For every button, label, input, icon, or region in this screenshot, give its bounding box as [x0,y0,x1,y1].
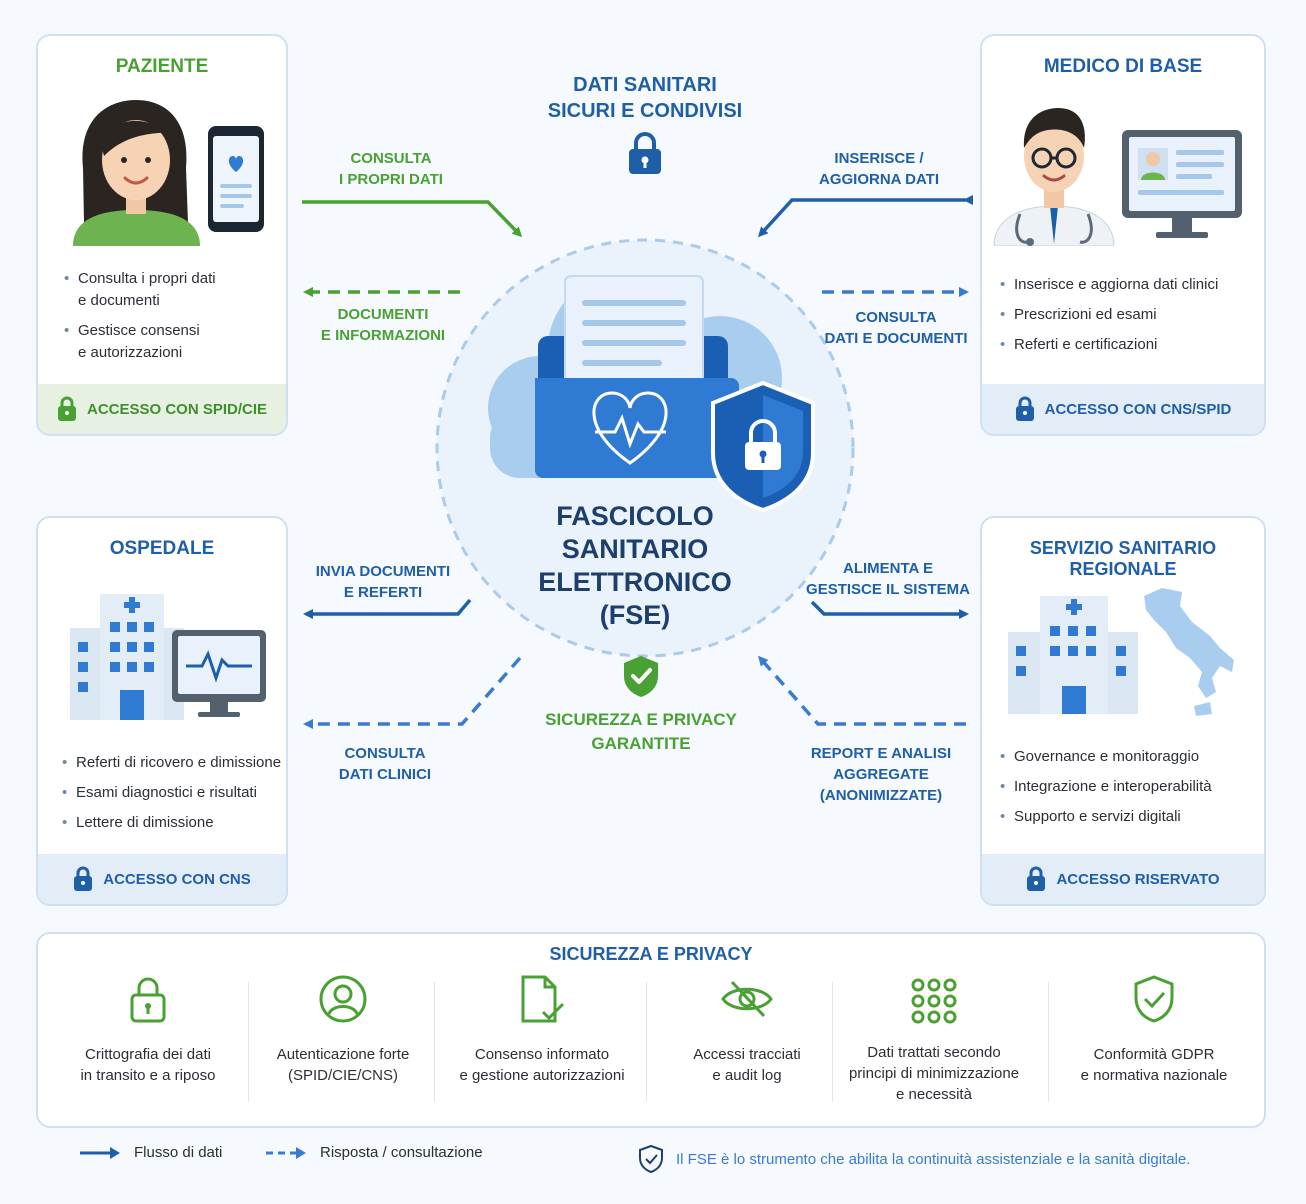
dot-grid-icon [911,978,957,1024]
divider [1048,982,1049,1102]
flow-label-report: REPORT E ANALISI AGGREGATE (ANONIMIZZATE… [810,745,952,804]
padlock-icon [1015,396,1034,421]
legend-solid: Flusso di dati [80,1144,222,1161]
dashed-arrow-icon [266,1146,306,1159]
monitor-icon [1122,130,1242,238]
card-title: SERVIZIO SANITARIO REGIONALE [1029,538,1217,579]
security-item-accessi: Accessi tracciati e audit log [650,974,844,1086]
security-title: SICUREZZA E PRIVACY [549,944,753,964]
monitor-icon [172,630,266,717]
header-title: DATI SANITARI SICURI E CONDIVISI [547,74,743,122]
card-title: PAZIENTE [115,56,209,77]
privacy-guarantee: SICUREZZA E PRIVACY GARANTITE [545,710,737,753]
security-item-crittografia: Crittografia dei dati in transito e a ri… [48,974,248,1086]
security-item-autenticazione: Autenticazione forte (SPID/CIE/CNS) [250,974,436,1086]
heart-pulse-icon [592,391,668,465]
header-lock-icon [629,132,661,174]
card-regionale: SERVIZIO SANITARIO REGIONALE Governance … [980,516,1266,906]
security-item-gdpr: Conformità GDPR e normativa nazionale [1052,974,1256,1086]
regionale-bullets: Governance e monitoraggio Integrazione e… [1000,746,1212,836]
solid-arrow-icon [80,1146,120,1159]
card-title: MEDICO DI BASE [1043,56,1203,77]
central-fse-graphic [435,238,855,658]
flow-label-alimenta: ALIMENTA E GESTISCE IL SISTEMA [806,560,970,598]
padlock-icon [74,866,93,891]
shield-check-icon [1134,975,1174,1023]
hospital-icon [70,594,266,720]
flow-label-consulta-clinici: CONSULTA DATI CLINICI [338,745,432,783]
card-ospedale: OSPEDALE Referti di ricovero e dimission… [36,516,288,906]
arrow-invia-documenti [303,598,472,619]
padlock-icon [130,977,166,1023]
flow-label-inserisce: INSERISCE / AGGIORNA DATI [819,150,939,188]
card-medico: MEDICO DI BASE Inserisce e aggiorna dati [980,34,1266,436]
flow-label-documenti: DOCUMENTI E INFORMAZIONI [320,306,446,344]
security-item-consenso: Consenso informato e gestione autorizzaz… [438,974,646,1086]
legend-dashed: Risposta / consultazione [266,1144,483,1161]
access-footer: ACCESSO RISERVATO [982,854,1264,904]
divider [646,982,647,1102]
arrow-alimenta-sistema [810,600,969,619]
security-item-minimizzazione: Dati trattati secondo principi di minimi… [834,976,1034,1105]
flow-label-consulta-dati-doc: CONSULTA DATI E DOCUMENTI [824,309,968,347]
user-circle-icon [319,975,367,1023]
divider [832,982,833,1102]
ospedale-bullets: Referti di ricovero e dimissione Esami d… [62,752,281,842]
legend-note: Il FSE è lo strumento che abilita la con… [638,1144,1190,1174]
regional-hospital-icon [1008,588,1234,716]
security-panel: SICUREZZA E PRIVACY Crittografia dei dat… [36,932,1266,1128]
italy-map-icon [1144,588,1234,716]
access-footer: ACCESSO CON CNS [38,854,286,904]
flow-label-invia-doc: INVIA DOCUMENTI E REFERTI [315,563,451,601]
arrow-inserisce-dati [757,195,973,238]
padlock-icon [57,396,76,421]
document-check-icon [521,975,565,1023]
patient-avatar [73,100,264,246]
shield-lock-icon [711,380,815,513]
green-shield-check-icon [624,656,658,697]
arrow-consulta-dati-clinici [303,656,522,729]
doctor-avatar [993,108,1242,246]
flow-label-consulta-propri: CONSULTA I PROPRI DATI [339,150,443,188]
arrow-report-analisi [758,655,966,726]
access-footer: ACCESSO CON CNS/SPID [982,384,1264,434]
divider [248,982,249,1102]
card-title: OSPEDALE [109,538,215,559]
divider [434,982,435,1102]
padlock-icon [1027,866,1046,891]
access-footer: ACCESSO CON SPID/CIE [38,384,286,434]
eye-icon [721,980,773,1018]
smartphone-icon [208,126,264,232]
arrow-consulta-propri-dati [302,200,523,238]
medico-bullets: Inserisce e aggiorna dati clinici Prescr… [1000,274,1218,364]
shield-check-icon [639,1144,663,1174]
fse-title: FASCICOLO SANITARIO ELETTRONICO (FSE) [538,501,732,630]
